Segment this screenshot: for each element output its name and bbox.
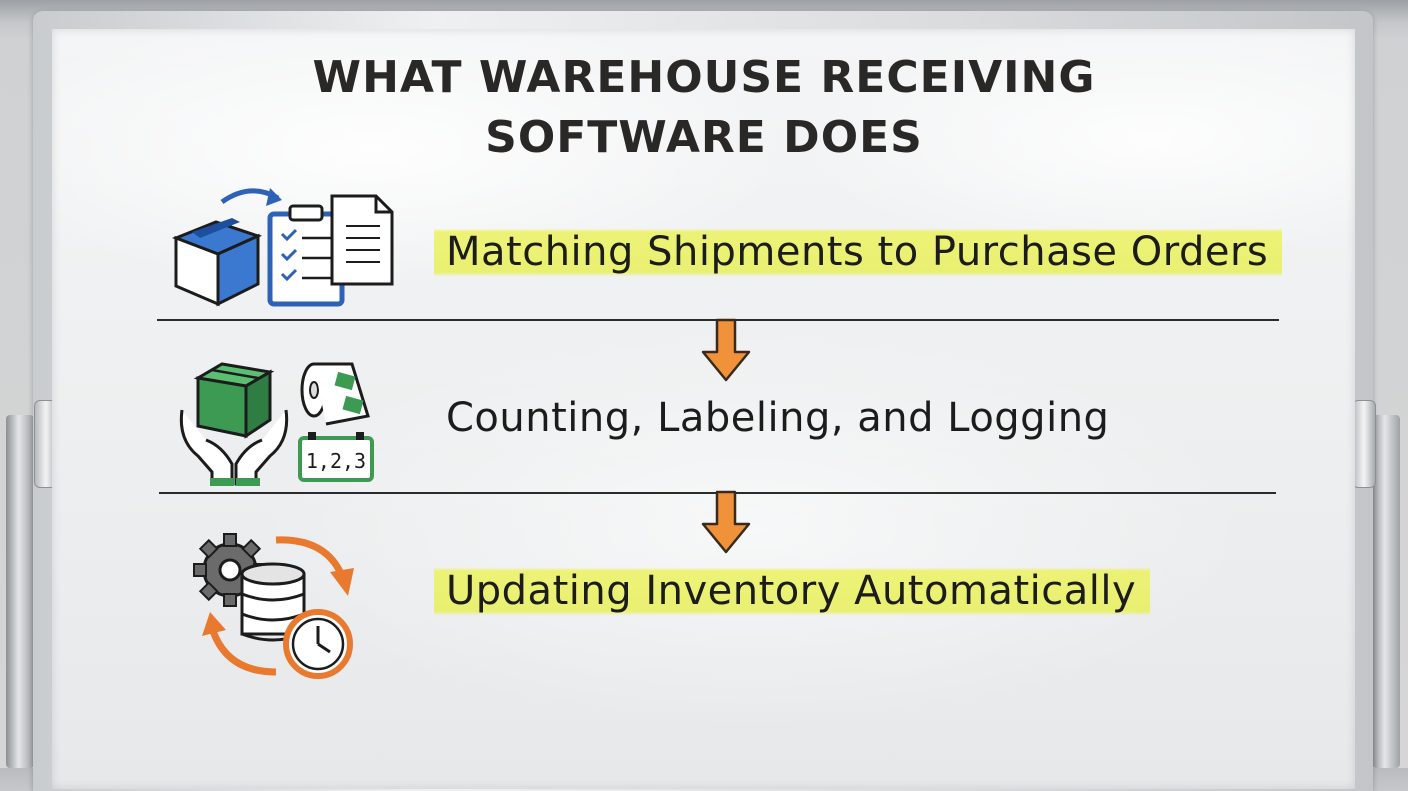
hands-box-label-roll-counter-icon: 1,2,3 — [179, 362, 374, 486]
stand-post-right — [1372, 415, 1400, 768]
down-arrow-icon — [701, 490, 751, 554]
counter-digits: 1,2,3 — [306, 449, 366, 473]
board-title-line-2: SOFTWARE DOES — [485, 112, 923, 163]
board-title: WHAT WAREHOUSE RECEIVING SOFTWARE DOES — [0, 48, 1408, 168]
step-3-label: Updating Inventory Automatically — [434, 563, 1151, 619]
board-title-line-1: WHAT WAREHOUSE RECEIVING — [312, 52, 1096, 103]
gear-database-clock-icon — [193, 533, 354, 679]
down-arrow-icon — [701, 318, 751, 382]
step-2-label: Counting, Labeling, and Logging — [446, 395, 1110, 441]
stand-post-left — [6, 415, 34, 768]
stand-clamp-right — [1352, 400, 1376, 488]
box-clipboard-document-icon — [171, 188, 394, 307]
step-1-label: Matching Shipments to Purchase Orders — [434, 224, 1283, 280]
